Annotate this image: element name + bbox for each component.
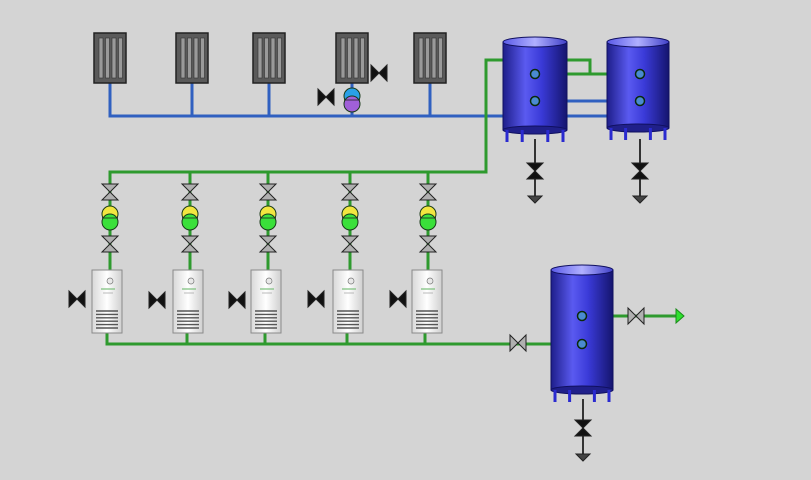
- valve-icon[interactable]: [180, 183, 200, 201]
- heat-pump-unit-icon: [91, 269, 123, 334]
- valves: [68, 63, 650, 437]
- radiators: [93, 32, 447, 84]
- radiator-icon: [252, 32, 286, 84]
- valve-icon[interactable]: [509, 333, 527, 353]
- pump-icon[interactable]: [181, 205, 199, 231]
- valve-icon[interactable]: [258, 235, 278, 253]
- pump-icon[interactable]: [259, 205, 277, 231]
- pipe-node-icon: [634, 68, 646, 80]
- drain-arrow-icon: [526, 195, 544, 204]
- valve-icon[interactable]: [418, 183, 438, 201]
- valve-icon[interactable]: [340, 183, 360, 201]
- valve-icon[interactable]: [228, 290, 246, 310]
- heat-pump-unit-icon: [250, 269, 282, 334]
- valve-icon[interactable]: [370, 63, 388, 83]
- valve-icon[interactable]: [389, 289, 407, 309]
- valve-icon[interactable]: [148, 290, 166, 310]
- drain-arrow-icon: [631, 195, 649, 204]
- valve-icon[interactable]: [258, 183, 278, 201]
- radiator-icon: [335, 32, 369, 84]
- storage-tank-icon: [606, 36, 670, 140]
- valve-icon[interactable]: [627, 306, 645, 326]
- radiator-icon: [93, 32, 127, 84]
- pipe-node-icon: [576, 310, 588, 322]
- pipe-node-icon: [576, 338, 588, 350]
- drain-arrow-icon: [574, 453, 592, 462]
- pipe-node-icon: [529, 95, 541, 107]
- valve-icon[interactable]: [307, 289, 325, 309]
- heat-pump-unit-icon: [172, 269, 204, 334]
- radiator-icon: [175, 32, 209, 84]
- valve-icon[interactable]: [68, 289, 86, 309]
- storage-tank-icon: [502, 36, 568, 142]
- pipe-network: [105, 58, 678, 455]
- pipe-node-icon: [634, 95, 646, 107]
- valve-icon[interactable]: [525, 162, 545, 180]
- outlet-arrow-icon: [675, 307, 685, 325]
- valve-icon[interactable]: [100, 235, 120, 253]
- heat-pump-units: [91, 269, 443, 334]
- tanks: [502, 36, 670, 402]
- pump-icon[interactable]: [419, 205, 437, 231]
- valve-icon[interactable]: [418, 235, 438, 253]
- pipe-node-icon: [529, 68, 541, 80]
- pump-icon[interactable]: [101, 205, 119, 231]
- heat-pump-unit-icon: [411, 269, 443, 334]
- heat-pump-unit-icon: [332, 269, 364, 334]
- valve-icon[interactable]: [340, 235, 360, 253]
- valve-icon[interactable]: [630, 162, 650, 180]
- pumps: [101, 87, 437, 231]
- connection-nodes: [529, 68, 646, 350]
- radiator-icon: [413, 32, 447, 84]
- pump-icon[interactable]: [341, 205, 359, 231]
- valve-icon[interactable]: [180, 235, 200, 253]
- storage-tank-icon: [550, 264, 614, 402]
- drain-arrows: [526, 195, 649, 462]
- valve-icon[interactable]: [573, 419, 593, 437]
- valve-icon[interactable]: [317, 87, 335, 107]
- valve-icon[interactable]: [100, 183, 120, 201]
- pump-icon[interactable]: [343, 87, 361, 113]
